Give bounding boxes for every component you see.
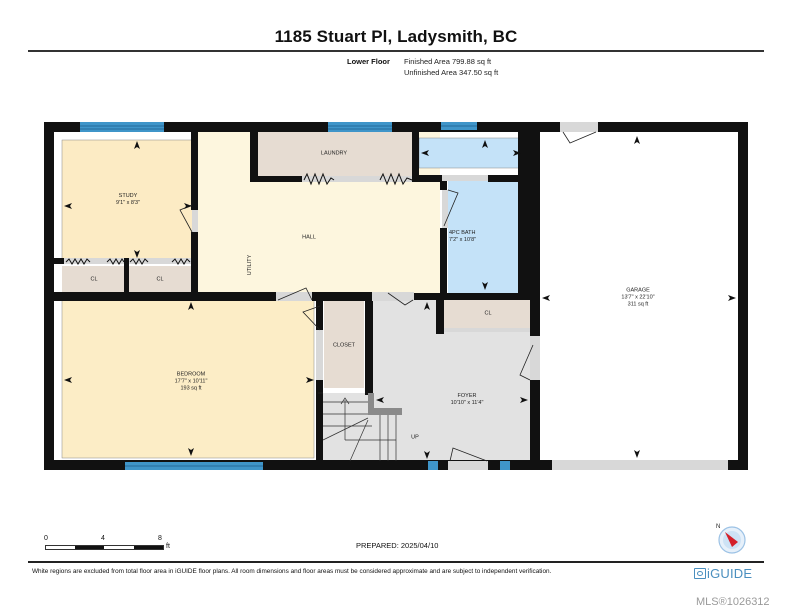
floor-area-summary: Lower Floor	[347, 57, 390, 66]
room-name: CL	[90, 276, 98, 283]
study-fill	[61, 139, 195, 263]
room-name: GARAGE	[626, 287, 650, 294]
stairs	[322, 393, 402, 462]
room-dims: 10'10" x 11'4"	[450, 400, 484, 406]
room-dims: 17'7" x 10'11"	[174, 378, 208, 385]
room-area: 193 sq ft	[180, 385, 202, 392]
bath-upper-fill	[418, 137, 524, 169]
room-name: CL	[484, 310, 492, 317]
room-study: STUDY 9'1" x 8'3"	[116, 193, 140, 207]
room-name: BEDROOM	[176, 371, 206, 378]
title-divider	[28, 50, 764, 52]
room-name: STUDY	[118, 193, 138, 200]
prepared-date: PREPARED: 2025/04/10	[356, 541, 439, 550]
room-bedroom: BEDROOM 17'7" x 10'11" 193 sq ft	[175, 372, 208, 393]
room-hall: HALL	[302, 235, 316, 242]
laundry-fill	[257, 130, 412, 180]
cl3-fill	[444, 300, 532, 328]
mls-number: MLS®1026312	[696, 596, 770, 608]
room-closet: CLOSET	[333, 343, 355, 350]
room-name: CLOSET	[332, 342, 356, 349]
room-name: UP	[411, 434, 419, 441]
closet-fill	[324, 300, 364, 388]
scale-bar	[45, 545, 164, 550]
stairs-fill	[322, 393, 372, 461]
scale-bar-segment	[134, 546, 163, 549]
compass-north: N	[716, 524, 720, 530]
bath-fill	[448, 181, 518, 293]
room-name: CL	[156, 276, 164, 283]
iguide-brand-icon	[694, 568, 706, 579]
room-garage: GARAGE 13'7" x 22'10" 311 sq ft	[621, 288, 654, 309]
scale-tick-0: 0	[44, 535, 48, 542]
room-foyer: FOYER 10'10" x 11'4"	[451, 393, 484, 407]
iguide-logo: iGUIDE	[694, 566, 752, 581]
room-bath: 4PC BATH 7'2" x 10'8"	[449, 230, 476, 244]
unfinished-area: Unfinished Area 347.50 sq ft	[404, 68, 499, 77]
room-area: 311 sq ft	[627, 301, 649, 308]
room-closet-2: CL	[156, 277, 163, 284]
walls	[44, 122, 748, 470]
room-name: HALL	[302, 234, 316, 241]
room-utility: UTILITY	[247, 254, 254, 276]
bedroom-fill	[61, 299, 315, 459]
windows	[80, 122, 510, 470]
finished-area: Finished Area 799.88 sq ft	[404, 57, 492, 66]
disclaimer-text: White regions are excluded from total fl…	[32, 568, 552, 575]
property-address-title: 1185 Stuart Pl, Ladysmith, BC	[274, 27, 518, 46]
room-dims: 13'7" x 22'10"	[621, 294, 655, 301]
room-name: LAUNDRY	[320, 150, 348, 157]
room-dims: 9'1" x 8'3"	[115, 200, 141, 206]
room-name: FOYER	[457, 393, 477, 400]
footer-divider	[28, 561, 764, 563]
room-closet-1: CL	[90, 277, 97, 284]
scale-bar-segment	[75, 546, 104, 549]
compass-icon: N	[716, 524, 746, 554]
scale-tick-8: 8	[158, 535, 162, 542]
room-laundry: LAUNDRY	[321, 151, 347, 158]
scale-unit: ft	[166, 543, 170, 550]
scale-tick-4: 4	[101, 535, 105, 542]
brand-name: iGUIDE	[707, 566, 753, 581]
cl2-fill	[129, 266, 192, 292]
room-dims: 7'2" x 10'8"	[449, 237, 477, 243]
cl1-fill	[62, 266, 126, 292]
floor-label: Lower Floor	[347, 57, 390, 66]
room-name: 4PC BATH	[449, 230, 476, 237]
room-closet-3: CL	[484, 311, 491, 318]
bifold-doors	[65, 172, 413, 265]
dimension-arrows	[64, 136, 736, 459]
stairs-up-label: UP	[411, 435, 419, 442]
